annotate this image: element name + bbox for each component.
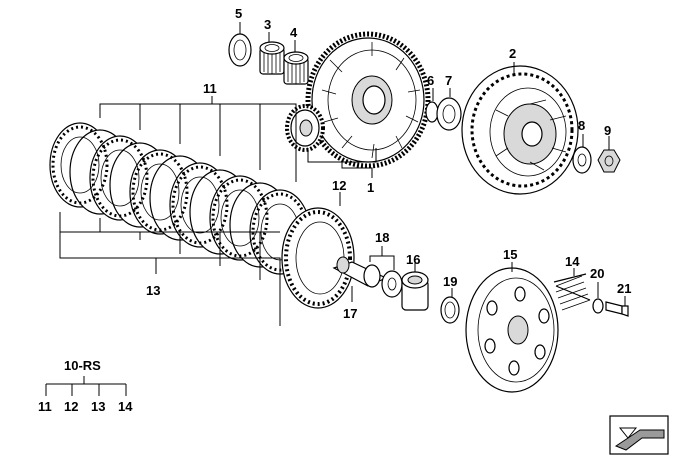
clutch-basket-part-1 [285,31,431,178]
thrust-bearing-part-16 [401,258,429,311]
bracket-13 [59,212,281,326]
washer-part-5 [228,22,252,67]
legend-title: 10-RS [64,358,101,373]
legend-item-13: 13 [91,399,105,414]
callout-19: 19 [443,274,457,289]
arrow-direction-icon [609,415,669,455]
needle-bearing-part-3 [259,32,285,75]
legend-item-14: 14 [118,399,133,414]
clutch-hub-part-2 [461,62,579,195]
legend-item-11: 11 [38,399,52,414]
callout-5: 5 [235,6,242,21]
callout-13: 13 [146,283,160,298]
cover-plate-part-15 [465,262,559,393]
washer-part-20 [592,282,604,314]
callout-8: 8 [578,118,585,133]
callout-18: 18 [375,230,389,245]
callout-20: 20 [590,266,604,281]
callout-2: 2 [509,46,516,61]
washer-part-8 [572,134,592,174]
nut-part-9 [597,136,621,173]
clutch-plate-stack [49,122,311,275]
callout-12: 12 [332,178,346,193]
callout-6: 6 [427,73,434,88]
bolt-part-21 [605,296,629,317]
callout-3: 3 [264,17,271,32]
spring-part-14 [553,268,591,311]
callout-4: 4 [290,25,298,40]
washers-part-18 [363,246,403,298]
pressure-plate-part-12 [281,192,355,309]
callout-17: 17 [343,306,357,321]
needle-bearing-part-4 [283,40,309,85]
callout-1: 1 [367,180,374,195]
callout-15: 15 [503,247,517,262]
callout-16: 16 [406,252,420,267]
callout-11: 11 [203,81,217,96]
kit-legend-10-rs: 10-RS 11 12 13 14 [38,358,133,414]
legend-item-12: 12 [64,399,78,414]
callout-7: 7 [445,73,452,88]
callout-21: 21 [617,281,631,296]
thrust-washer-part-7 [436,88,462,131]
callout-14: 14 [565,254,580,269]
callout-9: 9 [604,123,611,138]
bracket-11 [99,96,297,182]
circlip-part-19 [440,288,460,324]
